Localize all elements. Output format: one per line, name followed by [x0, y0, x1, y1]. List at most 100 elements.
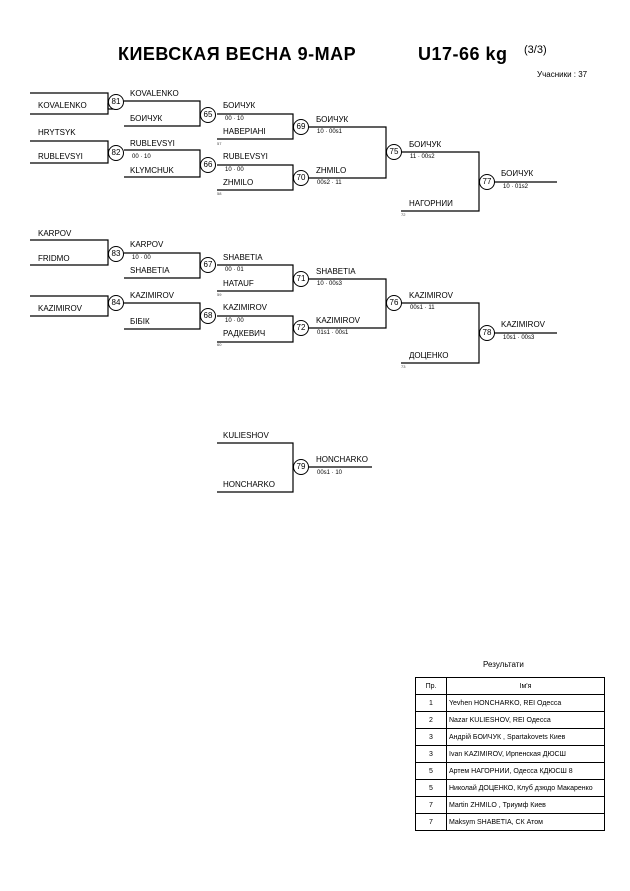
place-cell: 2: [415, 711, 447, 729]
place-cell: 7: [415, 813, 447, 831]
r2-competitor: KOVALENKO: [130, 89, 179, 98]
name-cell: Maksym SHABETIA, СК Атом: [446, 813, 605, 831]
r3-competitor: БОИЧУК: [223, 101, 256, 110]
name-cell: Yevhen HONCHARKO, REI Одесса: [446, 694, 605, 712]
r3-competitor: ZHMILO: [223, 178, 254, 187]
r5-competitor: НАГОРНИИ: [409, 199, 453, 208]
pool-number: 72: [401, 212, 406, 217]
match-84-number: 84: [108, 295, 124, 311]
match-83-number: 83: [108, 246, 124, 262]
r1-competitor: FRIDMO: [38, 254, 70, 263]
results-col-name: Ім'я: [446, 677, 605, 695]
r2-competitor: KARPOV: [130, 240, 164, 249]
match-score: 00 · 01: [225, 267, 244, 273]
match-score: 10 · 00s1: [317, 129, 343, 135]
r2-competitor: БІБІК: [130, 317, 150, 326]
place-cell: 3: [415, 728, 447, 746]
match-79-number: 79: [293, 459, 309, 475]
match-78-number: 78: [479, 325, 495, 341]
r4-competitor: KAZIMIROV: [316, 316, 361, 325]
name-cell: Николай ДОЦЕНКО, Клуб дзюдо Макаренко: [446, 779, 605, 797]
match-77-number: 77: [479, 174, 495, 190]
r1-competitor: KOVALENKO: [38, 101, 87, 110]
match-71-number: 71: [293, 271, 309, 287]
match-66-number: 66: [200, 157, 216, 173]
match-score: 10 · 00: [132, 255, 151, 261]
r2-competitor: БОИЧУК: [130, 114, 163, 123]
results-header-row: Пр. Ім'я: [415, 677, 605, 695]
r2-competitor: KAZIMIROV: [130, 291, 175, 300]
name-cell: Martin ZHMILO , Триумф Киев: [446, 796, 605, 814]
results-col-place: Пр.: [415, 677, 447, 695]
r1-competitor: HRYTSYK: [38, 128, 76, 137]
results-title: Результати: [483, 660, 524, 669]
match-score: 01s1 · 00s1: [317, 330, 349, 336]
place-cell: 5: [415, 779, 447, 797]
r4-competitor: ZHMILO: [316, 166, 347, 175]
block-a-winner: БОИЧУК: [501, 169, 534, 178]
place-cell: 3: [415, 745, 447, 763]
match-score: 00 · 10: [225, 116, 244, 122]
r3-competitor: KAZIMIROV: [223, 303, 268, 312]
r4-competitor: SHABETIA: [316, 267, 356, 276]
name-cell: Артем НАГОРНИИ, Одесса КДЮСШ 8: [446, 762, 605, 780]
final-competitor: HONCHARKO: [223, 480, 276, 489]
match-75-number: 75: [386, 144, 402, 160]
match-score: 00 · 10: [132, 154, 151, 160]
match-69-number: 69: [293, 119, 309, 135]
r2-competitor: RUBLEVSYI: [130, 139, 175, 148]
r2-competitor: KLYMCHUK: [130, 166, 174, 175]
match-72-number: 72: [293, 320, 309, 336]
match-score: 10 · 00s3: [317, 281, 343, 287]
match-65-number: 65: [200, 107, 216, 123]
match-score: 00s2 · 11: [317, 180, 342, 186]
match-81-number: 81: [108, 94, 124, 110]
page-indicator: (3/3): [524, 44, 547, 56]
r1-competitor: RUBLEVSYI: [38, 152, 83, 161]
r1-competitor: KAZIMIROV: [38, 304, 83, 313]
r4-competitor: БОИЧУК: [316, 115, 349, 124]
match-68-number: 68: [200, 308, 216, 324]
r3-competitor: SHABETIA: [223, 253, 263, 262]
match-70-number: 70: [293, 170, 309, 186]
name-cell: Ivan KAZIMIROV, Ирпенская ДЮСШ: [446, 745, 605, 763]
r3-competitor: РАДКЕВИЧ: [223, 329, 266, 338]
r1-competitor: KARPOV: [38, 229, 72, 238]
event-title: КИЕВСКАЯ ВЕСНА 9-МАР: [118, 44, 357, 64]
r5-competitor: БОИЧУК: [409, 140, 442, 149]
name-cell: Nazar KULIESHOV, REI Одесса: [446, 711, 605, 729]
match-score: 10 · 00: [225, 318, 244, 324]
match-76-number: 76: [386, 295, 402, 311]
place-cell: 5: [415, 762, 447, 780]
match-67-number: 67: [200, 257, 216, 273]
r3-competitor: HATAUF: [223, 279, 254, 288]
r5-competitor: ДОЦЕНКО: [409, 351, 449, 360]
r3-competitor: RUBLEVSYI: [223, 152, 268, 161]
r3-competitor: НАВЕРІАНІ: [223, 127, 266, 136]
weight-category: U17-66 kg: [418, 44, 508, 64]
participants-count: Учасники : 37: [537, 70, 588, 79]
name-cell: Андрій БОИЧУК , Spartakovets Киев: [446, 728, 605, 746]
match-82-number: 82: [108, 145, 124, 161]
final-competitor: KULIESHOV: [223, 431, 269, 440]
pool-number: 73: [401, 364, 406, 369]
pool-number: 57: [217, 141, 222, 146]
r5-competitor: KAZIMIROV: [409, 291, 454, 300]
place-cell: 1: [415, 694, 447, 712]
match-score: 10 · 01s2: [503, 184, 529, 190]
r2-competitor: SHABETIA: [130, 266, 170, 275]
pool-number: 59: [217, 292, 222, 297]
match-score: 00s1 · 10: [317, 470, 343, 476]
pool-number: 58: [217, 191, 222, 196]
match-score: 00s1 · 11: [410, 305, 435, 311]
pool-number: 60: [217, 342, 222, 347]
match-score: 10 · 00: [225, 167, 244, 173]
match-score: 10s1 · 00s3: [503, 335, 535, 341]
match-score: 11 · 00s2: [410, 154, 435, 160]
